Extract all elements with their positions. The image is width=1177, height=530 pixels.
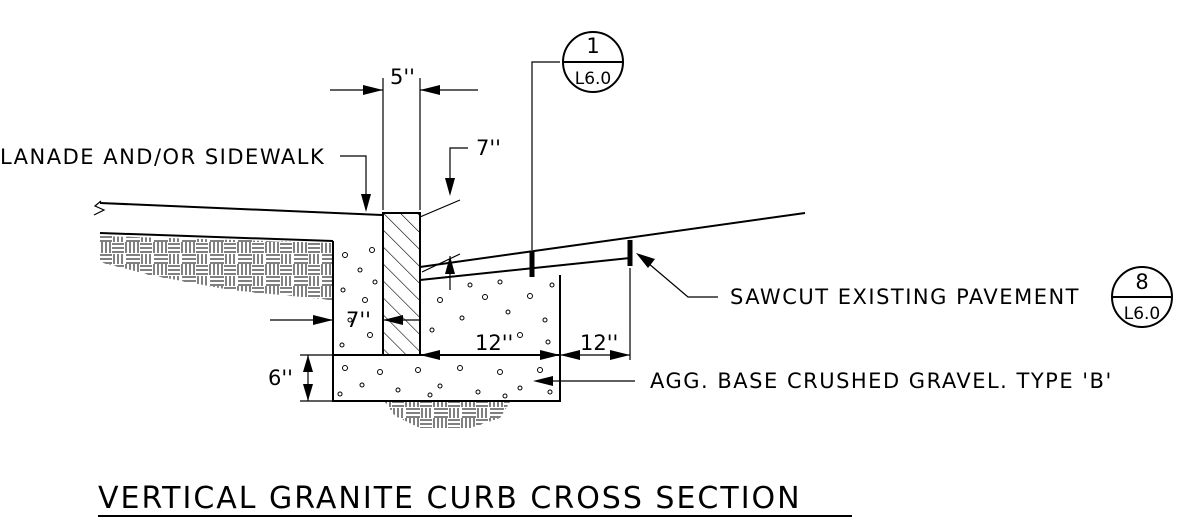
curb-width-dim: 5'' <box>390 65 415 89</box>
reveal-dim: 7'' <box>476 136 501 160</box>
drawing-title: VERTICAL GRANITE CURB CROSS SECTION <box>98 481 802 516</box>
base-thickness-dim: 6'' <box>268 366 293 390</box>
sawcut-label: SAWCUT EXISTING PAVEMENT <box>730 285 1080 309</box>
detail-callout-1 <box>562 31 624 93</box>
granite-curb <box>382 212 421 356</box>
detail-callout-8 <box>1111 266 1173 328</box>
existing-pavement <box>419 199 806 281</box>
base-label: AGG. BASE CRUSHED GRAVEL. TYPE 'B' <box>650 369 1113 393</box>
leader-lines <box>340 61 718 386</box>
gravel-backfill <box>332 241 378 355</box>
gravel-width-2-dim: 12'' <box>580 331 618 355</box>
esplanade-label: LANADE AND/OR SIDEWALK <box>0 145 325 169</box>
callout-1-top: 1 <box>586 34 599 58</box>
callout-8-top: 8 <box>1135 270 1148 294</box>
native-soil-hatch <box>100 236 510 428</box>
curb-depth-dim: 7'' <box>346 308 371 332</box>
callout-8-bottom: L6.0 <box>1124 304 1161 324</box>
callout-1-bottom: L6.0 <box>575 69 612 89</box>
gravel-under-pavement <box>419 275 561 355</box>
sidewalk-slab <box>93 200 384 242</box>
aggregate-base <box>332 354 561 402</box>
gravel-width-1-dim: 12'' <box>475 331 513 355</box>
dimension-lines <box>270 78 631 402</box>
